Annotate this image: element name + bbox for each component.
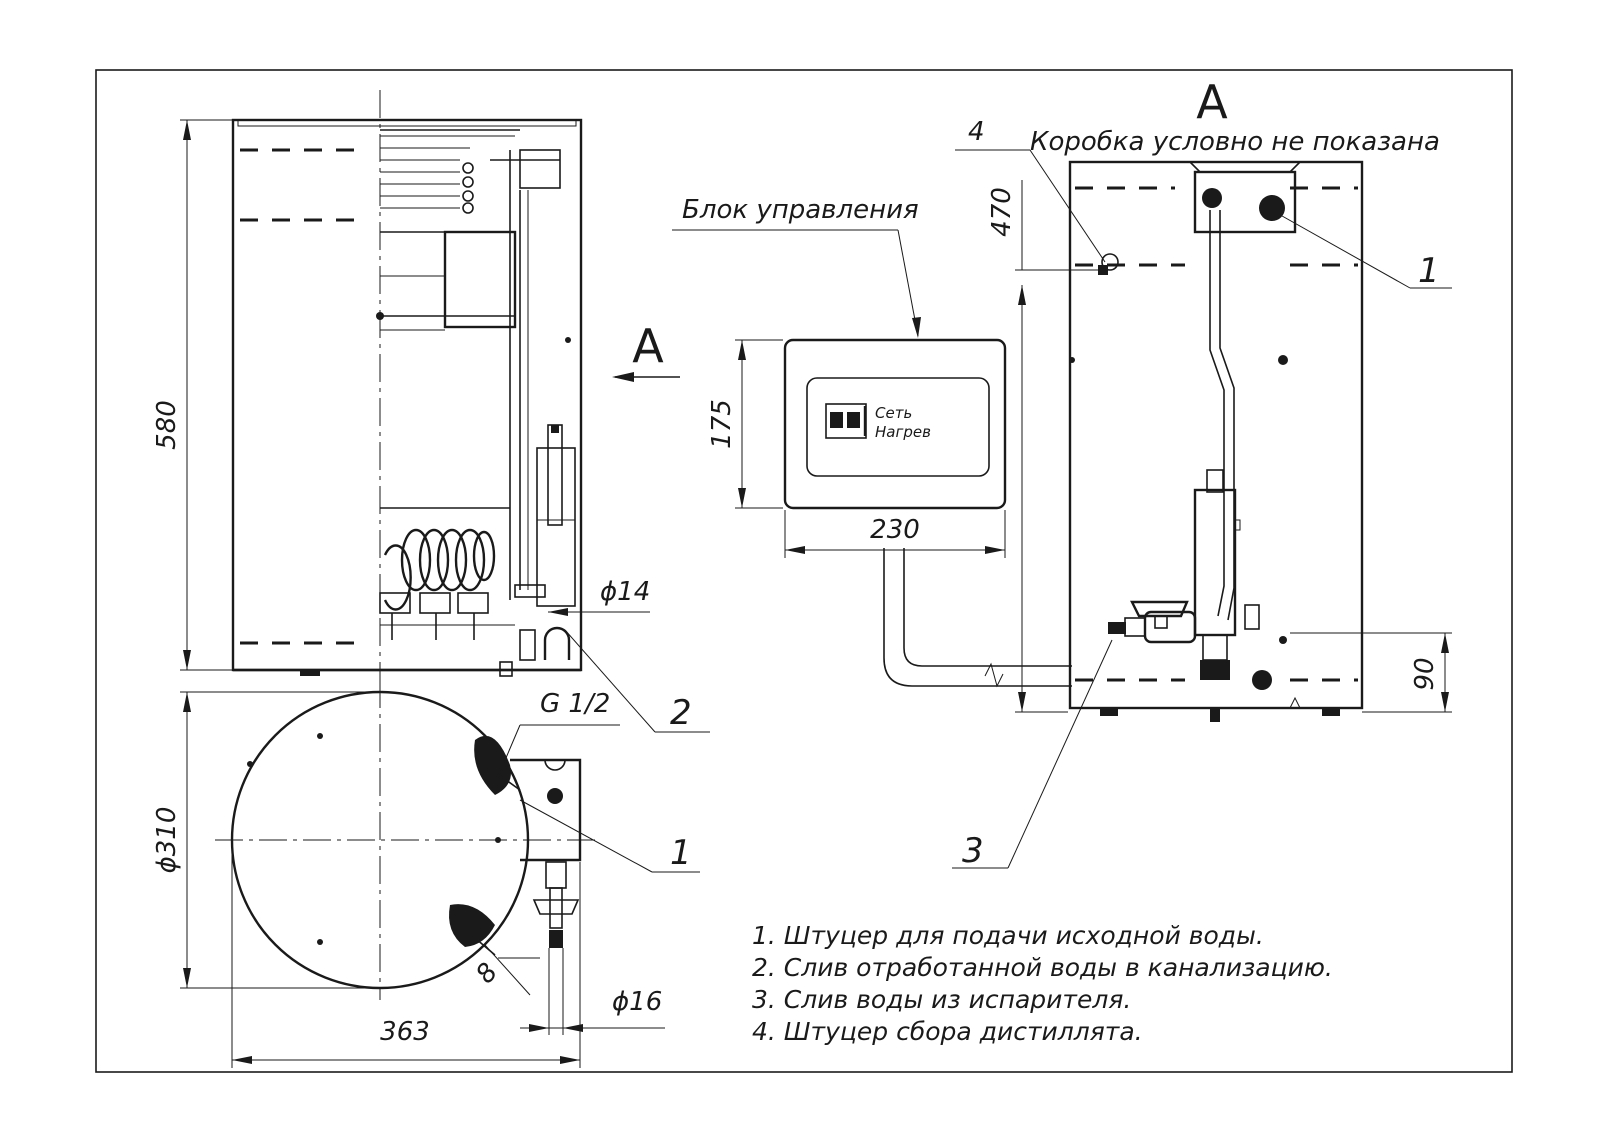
leader-2: 2 bbox=[564, 629, 710, 733]
front-view-a bbox=[1068, 160, 1364, 722]
dimension-470-label: 470 bbox=[987, 187, 1017, 237]
section-a-letter: А bbox=[1196, 75, 1228, 129]
dimension-230: 230 bbox=[784, 510, 1006, 558]
control-unit-label: Блок управления bbox=[672, 195, 921, 338]
top-view bbox=[215, 680, 595, 1000]
dimension-580-label: 580 bbox=[152, 400, 182, 450]
leader-1-top-label: 1 bbox=[670, 833, 692, 873]
dimension-90: 90 bbox=[1290, 632, 1452, 713]
leader-4: 4 bbox=[955, 117, 1106, 263]
control-unit: Сеть Нагрев bbox=[783, 338, 1072, 688]
dimension-470: 470 bbox=[987, 180, 1098, 713]
notes-list: 1. Штуцер для подачи исходной воды. 2. С… bbox=[752, 921, 1333, 1046]
dimension-175: 175 bbox=[707, 339, 783, 509]
side-view bbox=[231, 90, 583, 690]
note-item: 3. Слив воды из испарителя. bbox=[752, 985, 1131, 1014]
leader-3-label: 3 bbox=[962, 831, 984, 871]
leader-3: 3 bbox=[952, 639, 1113, 871]
section-a-note: Коробка условно не показана bbox=[1030, 127, 1440, 157]
dimension-dia-14-label: ϕ14 bbox=[600, 577, 650, 607]
note-item: 2. Слив отработанной воды в канализацию. bbox=[752, 953, 1333, 982]
note-item: 4. Штуцер сбора дистиллята. bbox=[752, 1017, 1143, 1046]
thread-label-g12: G 1/2 bbox=[499, 689, 620, 773]
dimension-dia-310: ϕ310 bbox=[152, 691, 380, 989]
dimension-8: 8 bbox=[470, 944, 540, 996]
dimension-8-label: 8 bbox=[470, 958, 504, 990]
dimension-230-label: 230 bbox=[870, 515, 920, 545]
leader-1-front-label: 1 bbox=[1418, 251, 1440, 291]
dimension-dia-310-label: ϕ310 bbox=[152, 807, 182, 874]
leader-1-top: 1 bbox=[519, 799, 700, 873]
dimension-dia-16: ϕ16 bbox=[520, 948, 665, 1035]
dimension-dia-16-label: ϕ16 bbox=[612, 987, 662, 1017]
leader-2-label: 2 bbox=[670, 693, 692, 733]
view-arrow-a-label: А bbox=[632, 319, 664, 373]
control-unit-label-text: Блок управления bbox=[682, 195, 919, 225]
dimension-175-label: 175 bbox=[707, 399, 737, 449]
note-item: 1. Штуцер для подачи исходной воды. bbox=[752, 921, 1264, 950]
view-arrow-a: А bbox=[612, 319, 680, 382]
dimension-363: 363 bbox=[231, 850, 581, 1068]
dimension-363-label: 363 bbox=[380, 1017, 430, 1047]
dimension-580: 580 bbox=[152, 119, 232, 671]
control-panel-line2: Нагрев bbox=[875, 423, 931, 441]
control-panel-line1: Сеть bbox=[875, 404, 912, 422]
dimension-dia-14: ϕ14 bbox=[548, 577, 650, 616]
thread-label-g12-text: G 1/2 bbox=[540, 689, 610, 719]
sheet-frame bbox=[95, 69, 1513, 1073]
dimension-90-label: 90 bbox=[1410, 657, 1440, 690]
leader-4-label: 4 bbox=[968, 117, 985, 147]
leader-1-front: 1 bbox=[1274, 211, 1452, 291]
section-a-title: А Коробка условно не показана bbox=[1030, 75, 1440, 157]
